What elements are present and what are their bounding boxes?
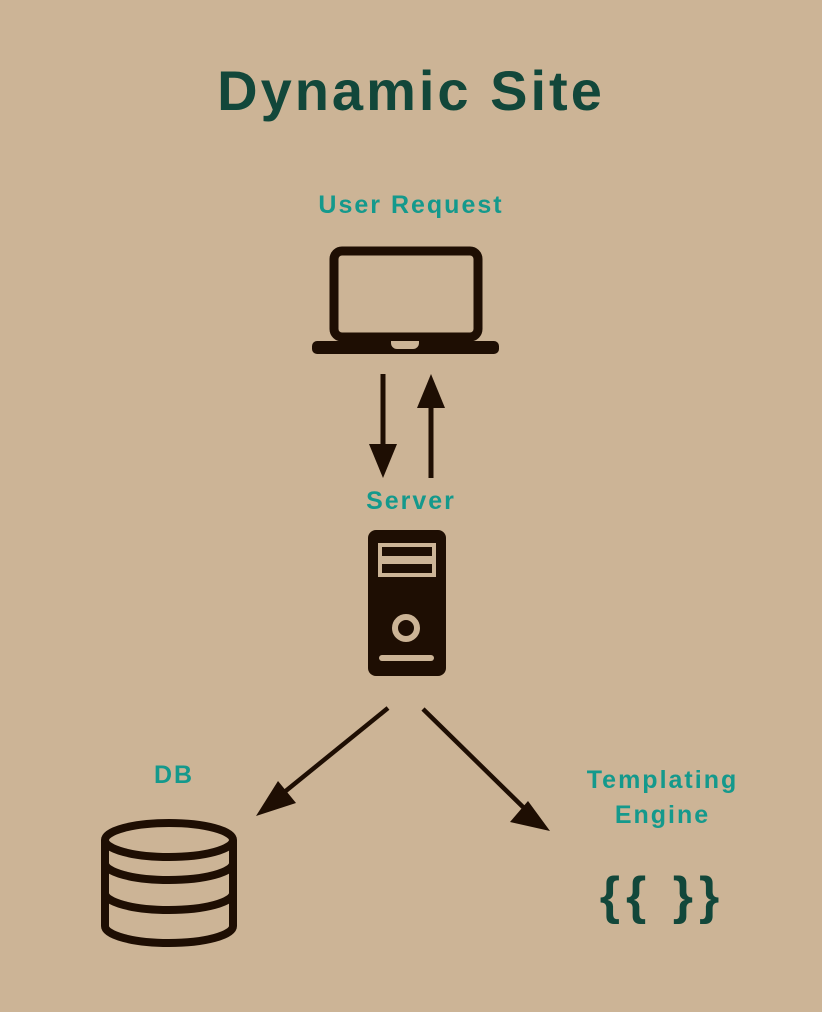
- server-icon: [363, 525, 451, 681]
- arrow-down-icon: [369, 374, 397, 478]
- arrow-up-icon: [417, 374, 445, 478]
- server-label: Server: [366, 487, 456, 515]
- diagonal-arrow-left-icon: [256, 706, 390, 816]
- user-request-label: User Request: [318, 191, 504, 219]
- db-label: DB: [153, 761, 195, 789]
- diagonal-arrow-right-icon: [421, 707, 550, 831]
- request-response-arrows: [365, 370, 450, 482]
- page-title: Dynamic Site: [217, 59, 605, 122]
- templating-label-line1: Templating: [586, 766, 739, 794]
- database-icon: [98, 815, 244, 955]
- templating-engine-label: Templating Engine: [555, 763, 770, 833]
- server-branch-arrows: [240, 698, 570, 838]
- template-braces-symbol: {{ }}: [599, 867, 726, 925]
- laptop-icon: [303, 240, 507, 360]
- templating-label-line2: Engine: [614, 801, 711, 829]
